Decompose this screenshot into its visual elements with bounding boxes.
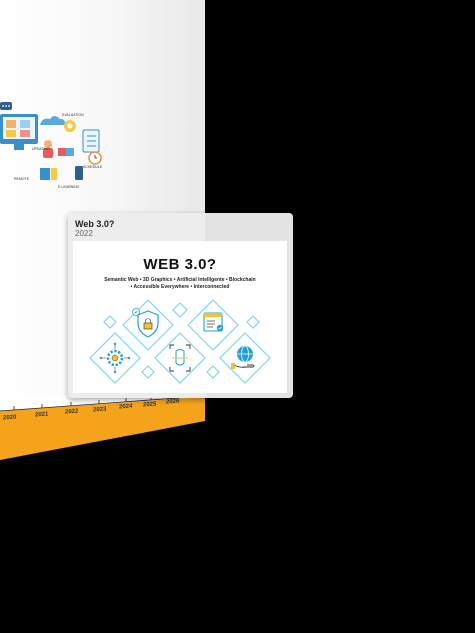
image-subtitle-line1: Semantic Web • 3D Graphics • Artificial … <box>104 277 256 283</box>
card-title: Web 3.0? <box>75 219 115 229</box>
remote-learning-illustration: EVALUATION UPDATING SCHEDULE REMOTE E-LE… <box>0 100 115 190</box>
web3-icon-grid <box>89 299 271 384</box>
card-image[interactable]: WEB 3.0? Semantic Web • 3D Graphics • Ar… <box>73 241 287 393</box>
tick-2022: 2022 <box>65 408 79 416</box>
label-schedule: SCHEDULE <box>83 165 103 169</box>
globe-hand-icon <box>231 345 255 369</box>
shield-lock-icon <box>132 308 159 338</box>
label-updating: UPDATING <box>32 147 50 151</box>
document-check-icon <box>203 312 224 332</box>
tick-2026: 2026 <box>166 398 180 406</box>
timeline-event-card[interactable]: Web 3.0? 2022 WEB 3.0? Semantic Web • 3D… <box>68 213 293 398</box>
tick-2020: 2020 <box>3 414 17 422</box>
tick-2021: 2021 <box>35 411 49 419</box>
tick-2023: 2023 <box>93 406 107 414</box>
tick-2025: 2025 <box>143 401 157 409</box>
tick-2024: 2024 <box>119 403 133 411</box>
card-year: 2022 <box>75 229 93 238</box>
image-subtitle-line2: • Accessible Everywhere • Interconnected <box>130 284 230 290</box>
face-scan-icon <box>169 344 191 372</box>
label-remote: REMOTE <box>14 177 30 181</box>
label-e-learning: E-LEARNING <box>58 185 80 189</box>
timeline-bar: 2020 2021 2022 2023 2024 2025 2026 <box>0 395 205 460</box>
image-heading: WEB 3.0? <box>143 256 217 273</box>
gear-network-icon <box>99 342 131 374</box>
label-evaluation: EVALUATION <box>62 113 84 117</box>
